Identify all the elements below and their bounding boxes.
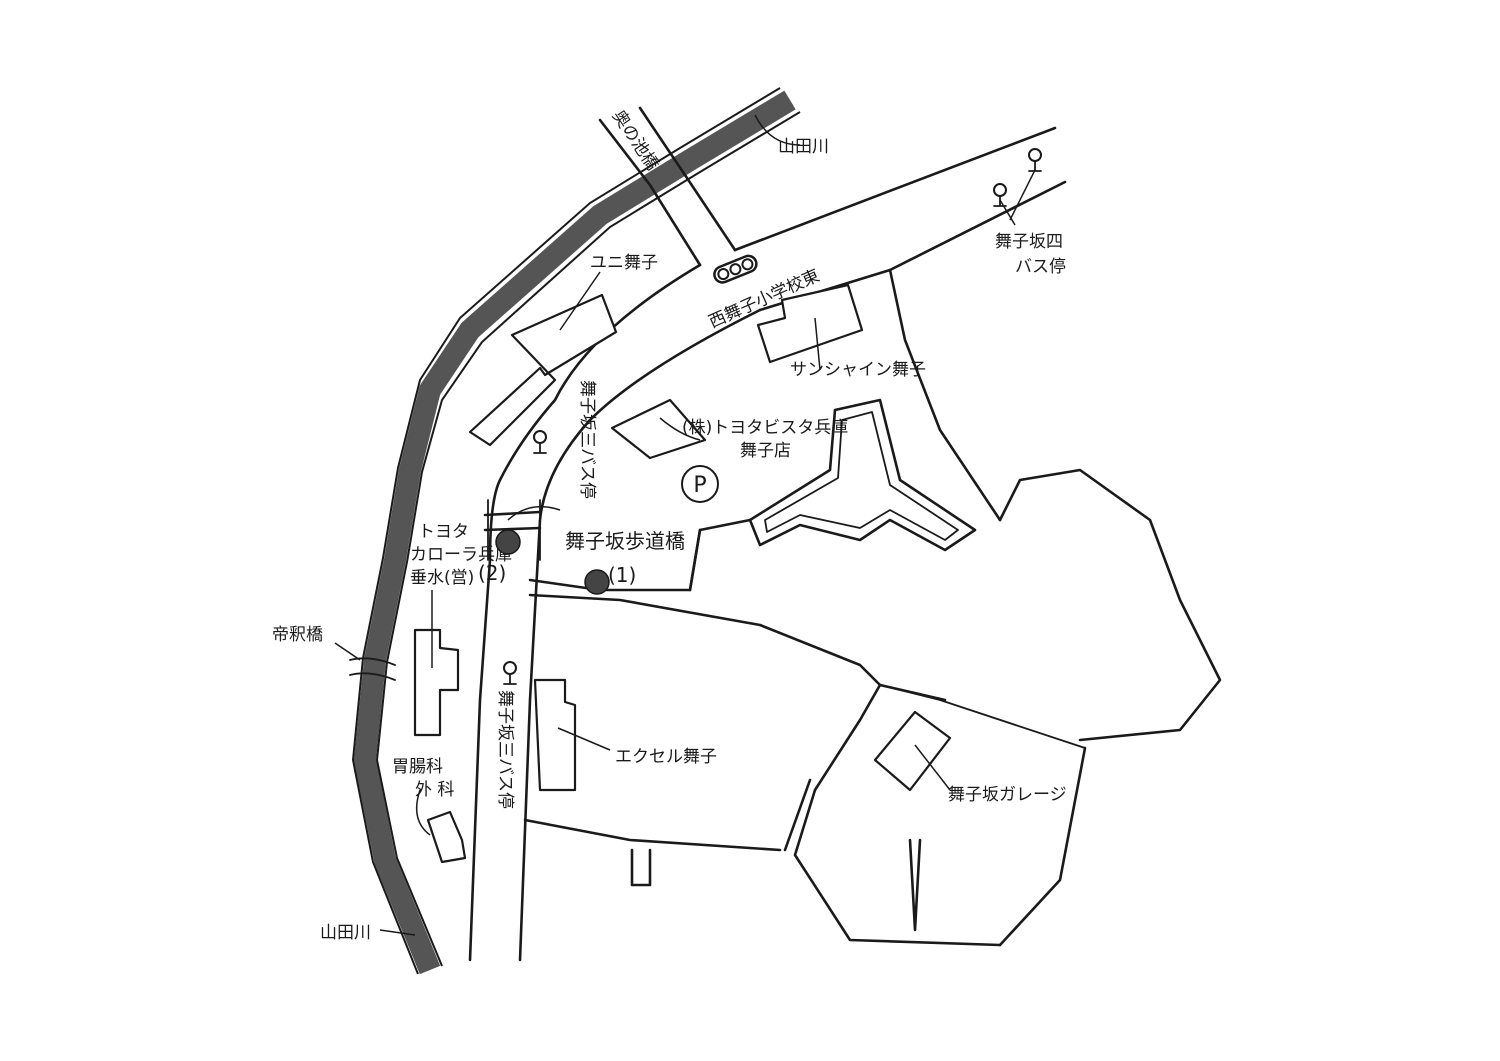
footbridge-road bbox=[528, 518, 1087, 947]
label-uni-maiko: ユニ舞子 bbox=[590, 253, 658, 273]
label-garage: 舞子坂ガレージ bbox=[948, 785, 1067, 805]
bus-stop-icon bbox=[533, 430, 547, 454]
building-toyota-vista bbox=[610, 398, 707, 460]
yamada-river bbox=[351, 87, 801, 975]
building-excel bbox=[533, 678, 577, 792]
label-sunshine: サンシャイン舞子 bbox=[790, 360, 926, 380]
okunoike-road bbox=[598, 106, 737, 267]
location-dot-icon bbox=[495, 529, 521, 555]
label-bus-stop-4-line1: 舞子坂四 bbox=[995, 232, 1063, 252]
label-footbridge: 舞子坂歩道橋 bbox=[565, 529, 685, 553]
main-east-road bbox=[468, 126, 1067, 962]
building-garage bbox=[873, 710, 952, 792]
label-bus-stop-3-north: 舞子坂三バス停 bbox=[577, 380, 597, 499]
bus-stop-icon bbox=[993, 183, 1007, 207]
parking-label: P bbox=[693, 473, 706, 498]
buildings bbox=[413, 283, 952, 864]
label-bus-stop-3-south: 舞子坂三バス停 bbox=[495, 690, 515, 809]
building-clinic bbox=[426, 810, 467, 864]
label-clinic-line1: 胃腸科 bbox=[392, 757, 443, 777]
label-toyota-corolla-line1: トヨタ bbox=[418, 522, 469, 542]
label-point2: (2) bbox=[478, 561, 506, 585]
pond-outline bbox=[748, 398, 977, 552]
label-clinic-line2: 外 科 bbox=[415, 780, 454, 800]
label-river-top: 山田川 bbox=[778, 137, 829, 157]
map-icons: P bbox=[495, 148, 1042, 685]
label-toyota-vista-line1: (株)トヨタビスタ兵庫 bbox=[682, 418, 848, 438]
building-sunshine bbox=[756, 283, 864, 364]
label-river-bottom: 山田川 bbox=[320, 923, 371, 943]
leader-lines bbox=[334, 114, 1036, 936]
taishaku-bridge bbox=[349, 657, 396, 681]
label-toyota-vista-line2: 舞子店 bbox=[740, 441, 791, 461]
south-lane bbox=[523, 818, 922, 932]
label-taishaku-bridge: 帝釈橋 bbox=[272, 625, 323, 645]
bus-stop-icon bbox=[503, 661, 517, 685]
label-bus-stop-4-line2: バス停 bbox=[1015, 257, 1066, 277]
label-toyota-corolla-line3: 垂水(営) bbox=[410, 568, 474, 588]
label-toyota-corolla-line2: カローラ兵庫 bbox=[410, 545, 512, 565]
parking-icon: P bbox=[681, 465, 719, 503]
location-dot-icon bbox=[584, 569, 610, 595]
building-corolla bbox=[413, 628, 460, 737]
bus-stop-icon bbox=[1028, 148, 1042, 172]
label-excel-maiko: エクセル舞子 bbox=[615, 747, 717, 767]
label-point1: (1) bbox=[608, 563, 636, 587]
building-uni-maiko bbox=[468, 293, 618, 447]
footbridge-structure bbox=[483, 499, 542, 561]
traffic-light-icon bbox=[713, 254, 758, 284]
east-streets bbox=[879, 268, 1222, 749]
